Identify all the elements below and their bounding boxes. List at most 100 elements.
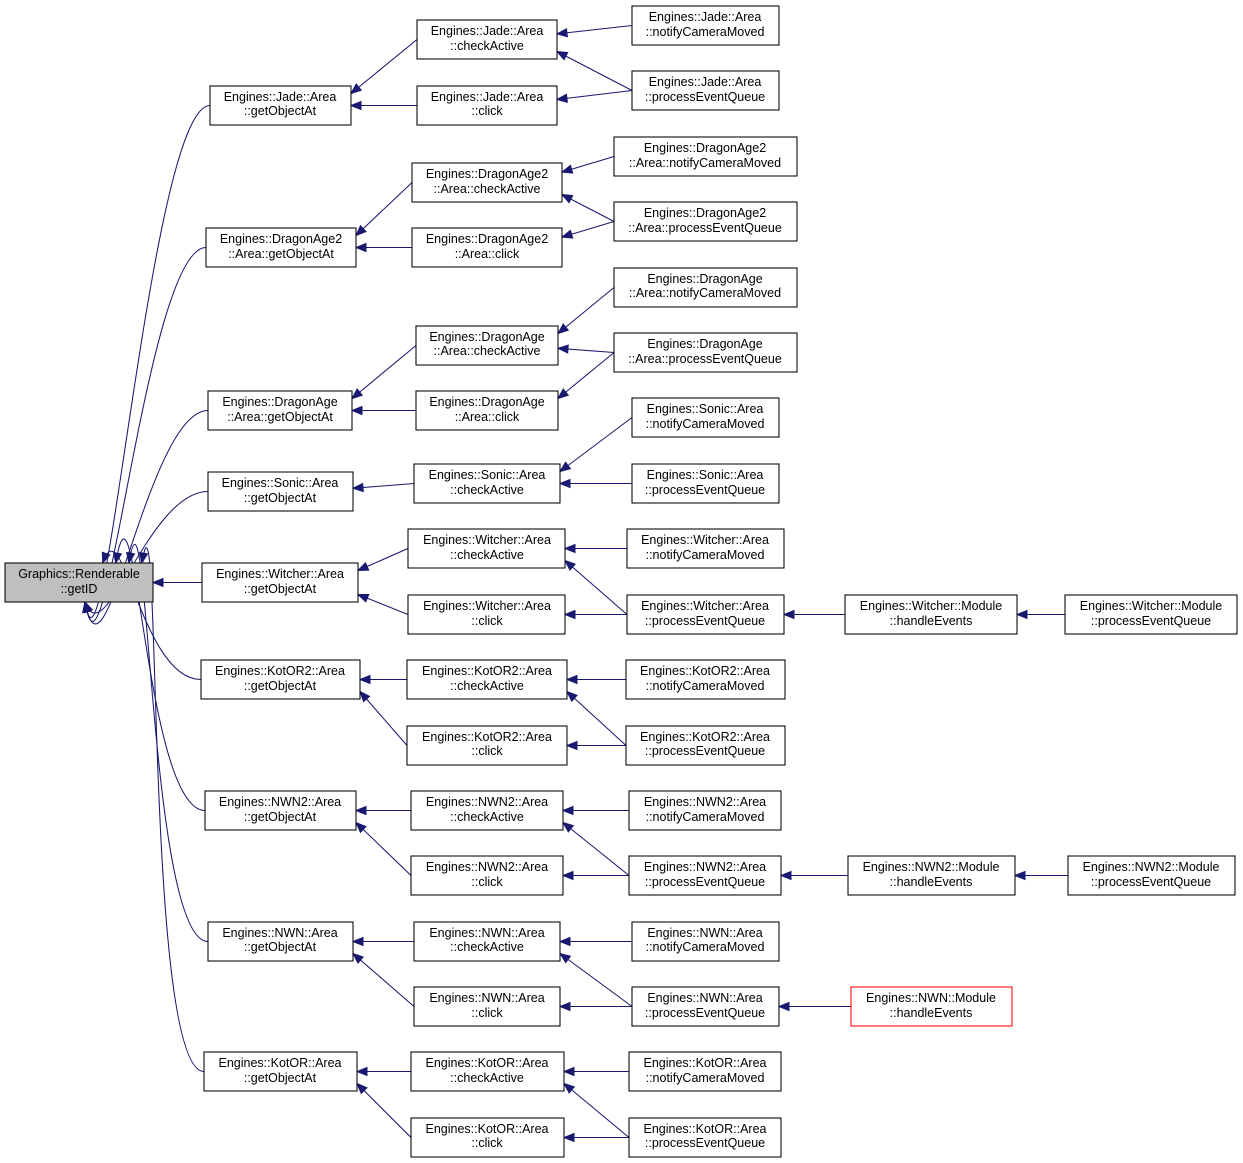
node-kotor-area-processeventqueue[interactable]: Engines::KotOR::Area ::processEventQueue [628,1117,782,1158]
arrowhead-jade_cl-to-jade_goa [349,100,362,111]
svg-text:Engines::NWN::Area: Engines::NWN::Area [429,926,544,940]
svg-text:Engines::Sonic::Area: Engines::Sonic::Area [222,476,339,490]
node-kotor-area-click[interactable]: Engines::KotOR::Area ::click [410,1117,565,1158]
svg-text:Engines::NWN2::Area: Engines::NWN2::Area [644,795,766,809]
svg-text:::processEventQueue: ::processEventQueue [645,90,765,104]
node-sonic-area-checkactive[interactable]: Engines::Sonic::Area ::checkActive [413,463,561,504]
svg-text:Engines::DragonAge: Engines::DragonAge [429,395,544,409]
node-jade-area-click[interactable]: Engines::Jade::Area ::click [416,85,558,126]
node-witcher-area-notifycameramoved[interactable]: Engines::Witcher::Area ::notifyCameraMov… [626,528,785,569]
svg-text:::checkActive: ::checkActive [450,39,524,53]
node-dragonage-area-checkactive[interactable]: Engines::DragonAge ::Area::checkActive [415,325,559,366]
node-nwn2-area-click[interactable]: Engines::NWN2::Area ::click [410,855,564,896]
node-sonic-area-notifycameramoved[interactable]: Engines::Sonic::Area ::notifyCameraMoved [631,397,780,438]
node-dragonage-area-click[interactable]: Engines::DragonAge ::Area::click [415,390,559,431]
arrowhead-da_peq-to-da_cl [556,388,570,400]
svg-text:Engines::NWN2::Area: Engines::NWN2::Area [426,795,548,809]
edge-jade_ca-to-jade_goa [350,39,418,94]
svg-text:Engines::NWN::Area: Engines::NWN::Area [222,926,337,940]
node-graphics-renderable-getid[interactable]: Graphics::Renderable ::getID [4,562,154,603]
edge-nwn2_cl-to-nwn2_goa [355,822,412,876]
svg-text:Engines::Sonic::Area: Engines::Sonic::Area [429,468,546,482]
node-nwn-area-notifycameramoved[interactable]: Engines::NWN::Area ::notifyCameraMoved [631,921,780,962]
arrowhead-nwn2_peq-to-nwn2_cl [561,870,574,881]
node-jade-area-getobjectat[interactable]: Engines::Jade::Area ::getObjectAt [209,85,352,126]
svg-text:Engines::KotOR2::Area: Engines::KotOR2::Area [215,664,345,678]
svg-text:::checkActive: ::checkActive [450,940,524,954]
svg-text:::checkActive: ::checkActive [450,483,524,497]
node-dragonage2-area-click[interactable]: Engines::DragonAge2 ::Area::click [411,227,563,268]
edge-da2_goa-to-root [84,246,207,622]
svg-text:Engines::DragonAge2: Engines::DragonAge2 [644,206,766,220]
node-nwn-area-getobjectat[interactable]: Engines::NWN::Area ::getObjectAt [207,921,354,962]
node-dragonage-area-notifycameramoved[interactable]: Engines::DragonAge ::Area::notifyCameraM… [613,267,798,308]
arrowhead-jade_ncm-to-jade_ca [555,28,568,38]
svg-text:Engines::KotOR::Area: Engines::KotOR::Area [426,1056,549,1070]
node-nwn-area-checkactive[interactable]: Engines::NWN::Area ::checkActive [413,921,561,962]
arrowhead-k1_cl-to-k1_goa [356,1082,368,1095]
node-nwn-area-click[interactable]: Engines::NWN::Area ::click [413,986,561,1027]
node-kotor2-area-notifycameramoved[interactable]: Engines::KotOR2::Area ::notifyCameraMove… [625,659,786,700]
node-kotor-area-notifycameramoved[interactable]: Engines::KotOR::Area ::notifyCameraMoved [628,1051,782,1092]
node-dragonage2-area-notifycameramoved[interactable]: Engines::DragonAge2 ::Area::notifyCamera… [613,136,798,177]
svg-text:::getObjectAt: ::getObjectAt [244,679,317,693]
node-nwn-area-processeventqueue[interactable]: Engines::NWN::Area ::processEventQueue [631,986,780,1027]
svg-text:::click: ::click [471,104,503,118]
arrowhead-wit_ca-to-wit_goa [356,561,370,572]
arrowhead-nwn_peq-to-nwn_ca [558,952,572,964]
arrowhead-nwn_cl-to-nwn_goa [351,952,365,964]
arrowhead-nwn2_ca-to-nwn2_goa [354,805,367,816]
node-witcher-module-handleevents[interactable]: Engines::Witcher::Module ::handleEvents [844,594,1018,635]
node-nwn2-area-getobjectat[interactable]: Engines::NWN2::Area ::getObjectAt [204,790,357,831]
svg-text:Engines::Witcher::Module: Engines::Witcher::Module [860,599,1002,613]
edge-da_peq-to-da_cl [557,352,615,399]
node-dragonage2-area-getobjectat[interactable]: Engines::DragonAge2 ::Area::getObjectAt [205,227,357,268]
node-jade-area-checkactive[interactable]: Engines::Jade::Area ::checkActive [416,19,558,60]
node-witcher-area-checkactive[interactable]: Engines::Witcher::Area ::checkActive [407,528,566,569]
arrowhead-nwn_ncm-to-nwn_ca [558,936,571,947]
node-kotor-area-checkactive[interactable]: Engines::KotOR::Area ::checkActive [410,1051,565,1092]
node-witcher-area-getobjectat[interactable]: Engines::Witcher::Area ::getObjectAt [201,562,359,603]
svg-text:::processEventQueue: ::processEventQueue [1091,614,1211,628]
node-nwn2-area-processeventqueue[interactable]: Engines::NWN2::Area ::processEventQueue [628,855,782,896]
svg-text:::Area::notifyCameraMoved: ::Area::notifyCameraMoved [629,286,781,300]
svg-text:Engines::Witcher::Area: Engines::Witcher::Area [423,599,551,613]
node-dragonage-area-processeventqueue[interactable]: Engines::DragonAge ::Area::processEventQ… [613,332,798,373]
svg-text:::getObjectAt: ::getObjectAt [244,491,317,505]
arrowhead-da2_peq-to-da2_cl [560,229,574,239]
node-nwn-module-handleevents[interactable]: Engines::NWN::Module ::handleEvents [850,986,1013,1027]
node-dragonage-area-getobjectat[interactable]: Engines::DragonAge ::Area::getObjectAt [207,390,353,431]
node-dragonage2-area-checkactive[interactable]: Engines::DragonAge2 ::Area::checkActive [411,162,563,203]
svg-text:Engines::Jade::Area: Engines::Jade::Area [649,10,762,24]
node-nwn2-area-checkactive[interactable]: Engines::NWN2::Area ::checkActive [410,790,564,831]
edge-da_ncm-to-da_ca [557,287,615,334]
svg-text:::notifyCameraMoved: ::notifyCameraMoved [646,1071,765,1085]
node-kotor2-area-click[interactable]: Engines::KotOR2::Area ::click [406,725,568,766]
svg-text:Engines::Jade::Area: Engines::Jade::Area [224,90,337,104]
svg-text:Engines::KotOR2::Area: Engines::KotOR2::Area [422,730,552,744]
edge-jade_peq-to-jade_cl [556,89,633,101]
arrowhead-nwn2_ncm-to-nwn2_ca [561,805,574,816]
node-jade-area-processeventqueue[interactable]: Engines::Jade::Area ::processEventQueue [631,70,780,111]
svg-text:::handleEvents: ::handleEvents [890,614,973,628]
svg-text:::checkActive: ::checkActive [450,679,524,693]
node-kotor2-area-checkactive[interactable]: Engines::KotOR2::Area ::checkActive [406,659,568,700]
node-kotor-area-getobjectat[interactable]: Engines::KotOR::Area ::getObjectAt [203,1051,358,1092]
arrowhead-da_peq-to-da_ca [556,344,569,354]
node-kotor2-area-processeventqueue[interactable]: Engines::KotOR2::Area ::processEventQueu… [625,725,786,766]
node-sonic-area-processeventqueue[interactable]: Engines::Sonic::Area ::processEventQueue [631,463,780,504]
node-nwn2-area-notifycameramoved[interactable]: Engines::NWN2::Area ::notifyCameraMoved [628,790,782,831]
node-sonic-area-getobjectat[interactable]: Engines::Sonic::Area ::getObjectAt [207,471,354,512]
node-nwn2-module-processeventqueue[interactable]: Engines::NWN2::Module ::processEventQueu… [1067,855,1236,896]
arrowhead-sonic_goa-to-root [84,600,94,614]
node-dragonage2-area-processeventqueue[interactable]: Engines::DragonAge2 ::Area::processEvent… [613,201,798,242]
arrowhead-nwn_peq-to-nwn_cl [558,1001,571,1012]
svg-text:::getObjectAt: ::getObjectAt [244,940,317,954]
node-jade-area-notifycameramoved[interactable]: Engines::Jade::Area ::notifyCameraMoved [631,5,780,46]
node-witcher-area-processeventqueue[interactable]: Engines::Witcher::Area ::processEventQue… [626,594,785,635]
edge-da_goa-to-root [84,409,209,625]
node-witcher-module-processeventqueue[interactable]: Engines::Witcher::Module ::processEventQ… [1064,594,1238,635]
node-kotor2-area-getobjectat[interactable]: Engines::KotOR2::Area ::getObjectAt [200,659,361,700]
node-nwn2-module-handleevents[interactable]: Engines::NWN2::Module ::handleEvents [847,855,1016,896]
node-witcher-area-click[interactable]: Engines::Witcher::Area ::click [407,594,566,635]
